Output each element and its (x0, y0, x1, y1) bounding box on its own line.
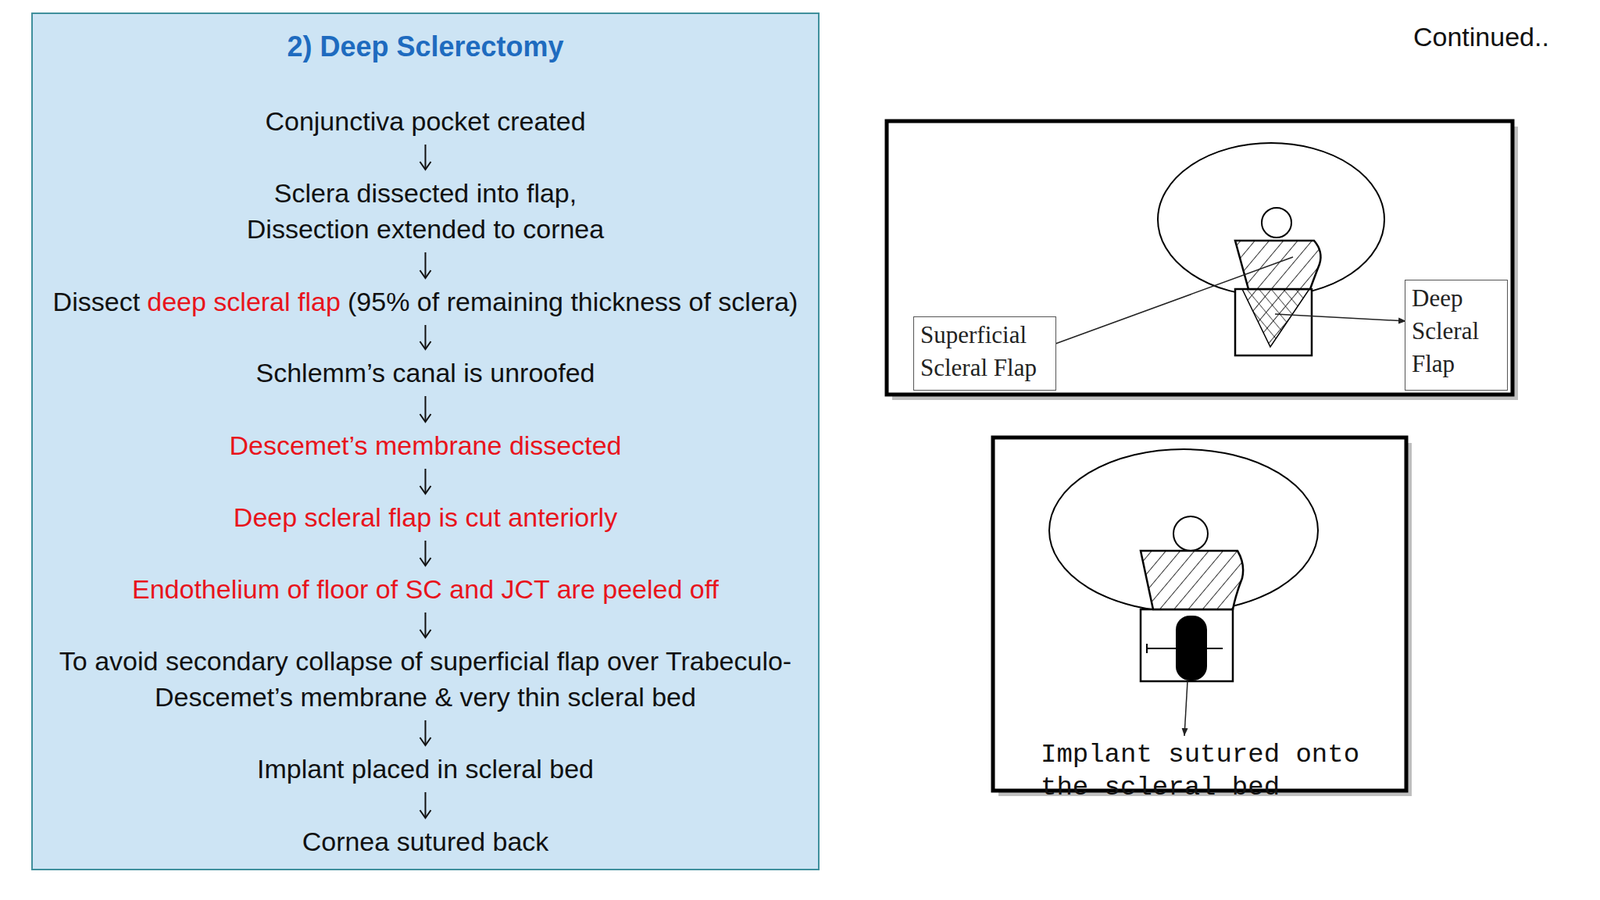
label-box: Deep Scleral Flap (1404, 279, 1508, 391)
flow-arrow (420, 252, 432, 279)
arrow-head (420, 737, 432, 746)
cornea-circle (1261, 207, 1292, 238)
process-step: Cornea sutured back (302, 823, 550, 860)
step-text: Conjunctiva pocket created (264, 106, 586, 136)
process-step: Dissectdeep scleral flap(95% of remainin… (53, 283, 799, 320)
process-step: Descemet’s membrane dissected (228, 427, 622, 464)
leader-line (1275, 314, 1407, 322)
page-note: Continued.. (1413, 21, 1550, 53)
step-text: To avoid secondary collapse of superfici… (59, 646, 792, 712)
step-text: Sclera dissected into flap, Dissection e… (246, 178, 604, 244)
flow-arrow (420, 396, 432, 422)
process-step: Deep scleral flap is cut anteriorly (233, 499, 618, 536)
arrow-shaft (425, 540, 427, 566)
arrow-head (420, 557, 432, 566)
leader-line (1184, 681, 1188, 736)
arrow-shaft (425, 468, 427, 494)
arrow-shaft (425, 396, 427, 422)
scleral-bed (1140, 609, 1233, 682)
panel-box: 2) Deep SclerectomyConjunctiva pocket cr… (31, 12, 820, 871)
step-text: Cornea sutured back (302, 826, 550, 857)
figure-frame (992, 437, 1407, 791)
superficial-scleral-flap (1235, 240, 1321, 290)
process-step: Conjunctiva pocket created (264, 103, 586, 140)
leader-line (1046, 257, 1293, 347)
step-text: Deep scleral flap is cut anteriorly (233, 502, 618, 533)
callout-label: Superficial Scleral Flap (920, 318, 1050, 385)
process-step: Endothelium of floor of SC and JCT are p… (132, 571, 719, 608)
superficial-flap-hatch (1235, 240, 1321, 290)
figure-caption: Implant sutured onto the scleral bed (1040, 738, 1393, 804)
cornea-circle (1173, 516, 1208, 551)
suture-line (1146, 647, 1223, 650)
step-text: deep scleral flap (146, 286, 341, 317)
step-text: Endothelium of floor of SC and JCT are p… (132, 574, 719, 604)
eye-outline (1049, 449, 1318, 612)
flow-arrow (420, 468, 432, 494)
arrow-head (420, 270, 432, 279)
arrow-shaft (425, 325, 427, 350)
step-text: Descemet’s membrane dissected (228, 430, 622, 461)
flow-arrow (420, 612, 432, 638)
label-box: Superficial Scleral Flap (913, 316, 1057, 391)
flow-arrow (420, 792, 432, 818)
superficial-flap-hatch (1140, 550, 1243, 610)
flow-arrow (420, 144, 432, 170)
process-step: Implant placed in scleral bed (257, 750, 594, 787)
deep-scleral-flap-hatch (1242, 289, 1310, 347)
arrow-shaft (425, 720, 427, 746)
arrow-head (420, 161, 432, 170)
flow-arrow (420, 325, 432, 350)
flow-arrow (420, 540, 432, 566)
arrow-shaft (425, 252, 427, 279)
arrow-shaft (425, 144, 427, 170)
arrow-shaft (425, 792, 427, 818)
arrow-head (420, 414, 432, 422)
step-text: (95% of remaining thickness of sclera) (347, 286, 798, 317)
flow-arrow (420, 720, 432, 746)
arrow-shaft (425, 612, 427, 638)
step-text: Schlemm’s canal is unroofed (255, 357, 595, 388)
superficial-scleral-flap (1140, 550, 1243, 610)
figure-frame (886, 121, 1513, 395)
callout-label: Deep Scleral Flap (1411, 282, 1501, 381)
process-step: Schlemm’s canal is unroofed (255, 354, 595, 391)
arrow-head (420, 341, 432, 350)
step-text: Dissect (53, 286, 140, 317)
deep-scleral-flap (1242, 289, 1310, 347)
scleral-bed (1235, 289, 1312, 356)
process-step: Sclera dissected into flap, Dissection e… (238, 175, 614, 247)
arrow-head (420, 629, 432, 638)
arrow-head (420, 485, 432, 494)
eye-outline (1157, 142, 1385, 297)
panel-title: 2) Deep Sclerectomy (32, 28, 818, 66)
process-step: To avoid secondary collapse of superfici… (39, 642, 813, 715)
arrow-head (420, 810, 432, 818)
step-text: Implant placed in scleral bed (257, 753, 594, 784)
suture-tick (1146, 643, 1148, 654)
suture-tick (1203, 642, 1206, 654)
